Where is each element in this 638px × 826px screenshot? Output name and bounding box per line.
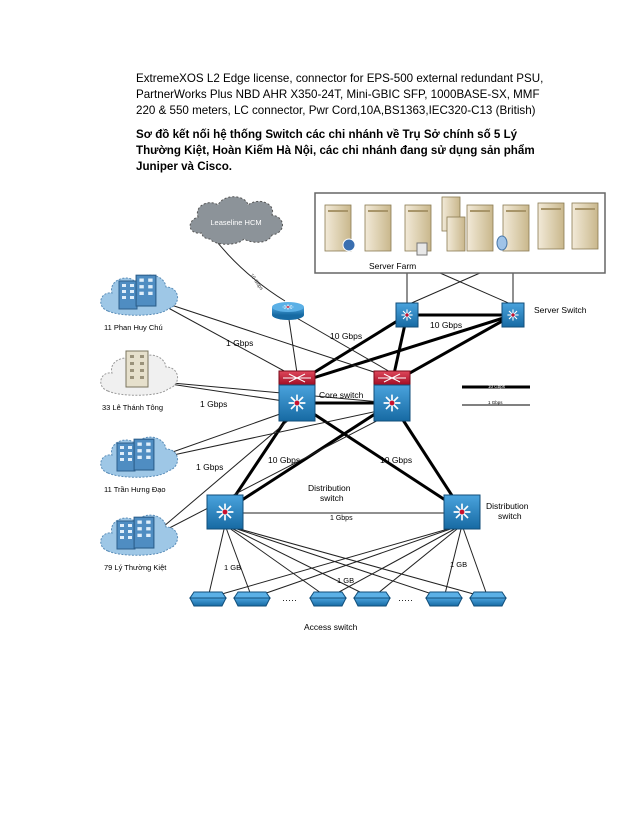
link-label-access-center: 1 GB bbox=[337, 576, 354, 585]
intro-paragraph: ExtremeXOS L2 Edge license, connector fo… bbox=[136, 72, 544, 117]
server-switch-label: Server Switch bbox=[534, 305, 587, 315]
legend-thick-label: 10 Gbps bbox=[488, 384, 506, 389]
link-label-branch-1: 1 Gbps bbox=[226, 338, 253, 348]
branch-2 bbox=[100, 350, 178, 396]
diagram-caption: Sơ đồ kết nối hệ thống Switch các chi nh… bbox=[136, 128, 535, 173]
core-switch-label: Core switch bbox=[319, 390, 364, 400]
leaseline-cloud: Leaseline HCM bbox=[189, 196, 283, 245]
link-label-access-left: 1 GB bbox=[224, 563, 241, 572]
branch-3-label: 11 Trần Hưng Đạo bbox=[104, 485, 166, 494]
distribution-switch-right bbox=[443, 494, 481, 530]
access-ellipsis-right: ····· bbox=[398, 595, 413, 605]
link-label-core-server: 10 Gbps bbox=[330, 331, 362, 341]
link-label-core-dist-left: 10 Gbps bbox=[268, 455, 300, 465]
distribution-switch-left bbox=[206, 494, 244, 530]
branch-3 bbox=[100, 436, 178, 478]
branch-4 bbox=[100, 514, 178, 556]
branch-1 bbox=[100, 274, 178, 316]
core-switch-left bbox=[278, 370, 316, 422]
link-label-branch-3: 1 Gbps bbox=[196, 462, 223, 472]
leaseline-router bbox=[272, 302, 304, 320]
server-farm-label: Server Farm bbox=[369, 261, 416, 271]
legend-thin-label: 1 Gbps bbox=[488, 400, 503, 405]
access-switches bbox=[189, 591, 507, 607]
network-diagram: Leaseline HCM 10 Gbps S bbox=[100, 192, 606, 632]
link-label-dist-dist: 1 Gbps bbox=[330, 515, 353, 522]
access-ellipsis-left: ····· bbox=[282, 595, 297, 605]
link-label-server-server: 10 Gbps bbox=[430, 320, 462, 330]
legend: 10 Gbps 1 Gbps bbox=[462, 384, 530, 406]
server-switch-left bbox=[395, 302, 419, 328]
branch-4-label: 79 Lý Thường Kiệt bbox=[104, 563, 167, 572]
core-switch-right bbox=[373, 370, 411, 422]
cloud-link-label: 10 Gbps bbox=[248, 273, 264, 292]
server-farm: Server Farm bbox=[314, 192, 606, 274]
link-label-core-dist-right: 10 Gbps bbox=[380, 455, 412, 465]
access-switch-label: Access switch bbox=[304, 622, 358, 632]
branch-1-label: 11 Phan Huy Chú bbox=[104, 323, 163, 332]
cloud-label: Leaseline HCM bbox=[210, 218, 261, 227]
links-layer bbox=[149, 232, 514, 599]
branch-2-label: 33 Lê Thánh Tông bbox=[102, 403, 163, 412]
server-switch-right bbox=[501, 302, 525, 328]
link-label-access-right: 1 GB bbox=[450, 560, 467, 569]
link-label-branch-2: 1 Gbps bbox=[200, 399, 227, 409]
